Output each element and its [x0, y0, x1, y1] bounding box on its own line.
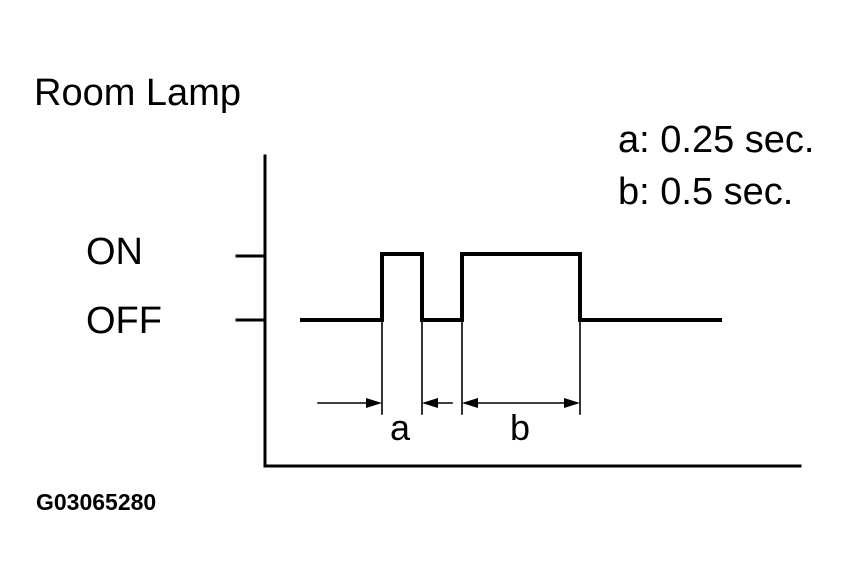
dimension-label-b: b [510, 407, 530, 448]
signal-waveform [300, 252, 722, 322]
diagram-title: Room Lamp [34, 72, 241, 114]
state-label-off: OFF [86, 300, 162, 342]
legend-a: a: 0.25 sec. [618, 119, 814, 161]
legend-b: b: 0.5 sec. [618, 171, 793, 213]
state-label-on: ON [86, 231, 143, 273]
dimension-arrow-a [317, 398, 453, 408]
dimension-label-a: a [390, 407, 411, 448]
dimension-arrow-b [462, 398, 580, 408]
figure-code: G03065280 [36, 489, 156, 515]
